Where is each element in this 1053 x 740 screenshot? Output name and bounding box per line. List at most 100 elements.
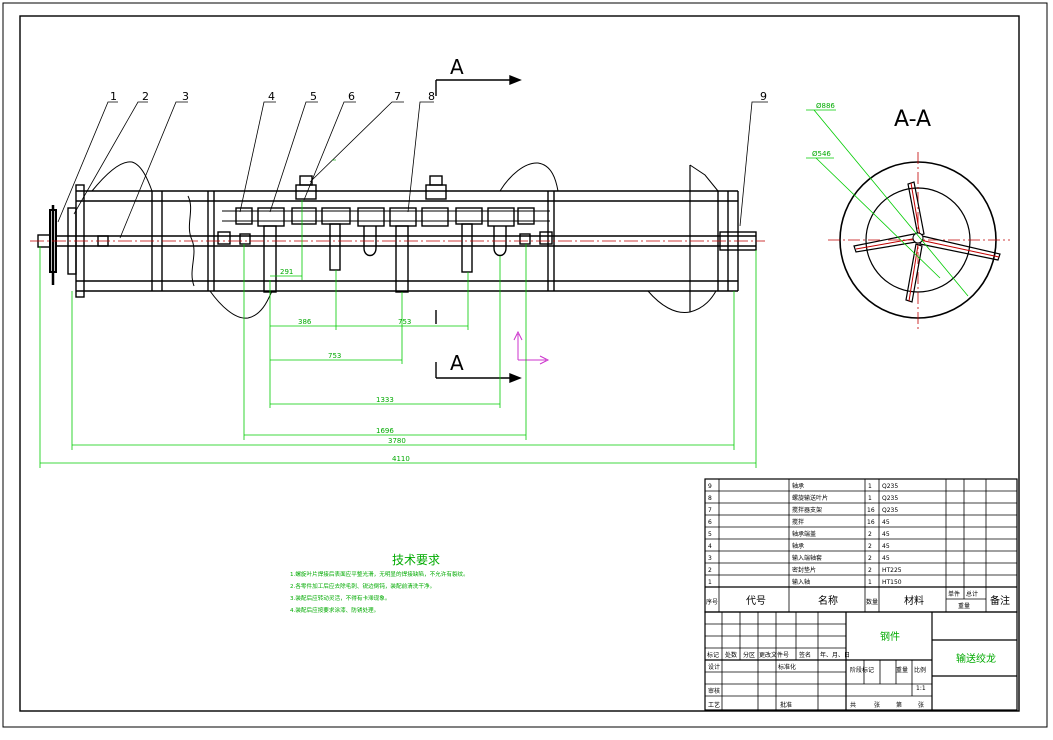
- header-remark: 备注: [990, 594, 1010, 607]
- parts-no: 7: [708, 507, 712, 514]
- parts-name: 搅拌器支架: [792, 506, 822, 514]
- main-view: [37, 161, 757, 319]
- part-number: 1: [110, 90, 117, 103]
- parts-qty: 16: [867, 519, 875, 526]
- parts-qty: 2: [868, 567, 872, 574]
- parts-list-rows: 9 轴承 1 Q235 8 螺旋输送叶片 1 Q235 7 搅拌器支架 16 Q…: [708, 482, 902, 586]
- parts-material: 45: [882, 519, 890, 526]
- parts-name: 密封垫片: [792, 566, 816, 574]
- parts-no: 4: [708, 543, 712, 550]
- parts-material: 45: [882, 555, 890, 562]
- parts-no: 6: [708, 519, 712, 526]
- title-block-labels: 标记 处数 分区 更改文件号 签名 年、月、日 设计 标准化 审核 工艺 批准 …: [707, 651, 926, 709]
- ucs-icon: [513, 330, 550, 365]
- section-label-bottom: A: [450, 351, 464, 375]
- dimension-lines: [39, 200, 757, 468]
- parts-no: 9: [708, 483, 712, 490]
- label-change-doc: 更改文件号: [759, 651, 789, 659]
- header-weight-single: 单件: [948, 590, 960, 598]
- parts-name: 螺旋输送叶片: [792, 494, 828, 502]
- part-number: 6: [348, 90, 355, 103]
- parts-no: 5: [708, 531, 712, 538]
- label-design: 设计: [708, 663, 720, 671]
- dimension-value: 386: [298, 318, 312, 326]
- dimension-value: 4110: [392, 455, 410, 463]
- label-review: 审核: [708, 687, 720, 695]
- section-label-top: A: [450, 55, 464, 79]
- label-sheets-total: 共: [850, 701, 856, 709]
- part-number: 5: [310, 90, 317, 103]
- label-scale: 比例: [914, 666, 926, 674]
- label-date: 年、月、日: [820, 651, 850, 659]
- part-number: 4: [268, 90, 275, 103]
- label-process: 工艺: [708, 701, 720, 709]
- parts-qty: 2: [868, 555, 872, 562]
- parts-material: Q235: [882, 507, 898, 514]
- header-qty: 数量: [866, 598, 878, 606]
- parts-qty: 2: [868, 531, 872, 538]
- part-number: 9: [760, 90, 767, 103]
- part-number: 7: [394, 90, 401, 103]
- dimension-value: 1333: [376, 396, 394, 404]
- scale-value: 1:1: [916, 685, 926, 692]
- label-standard: 标准化: [778, 663, 796, 671]
- tech-requirements-title: 技术要求: [392, 553, 440, 567]
- dimension-texts: 291 386 753 753 1333 1696 3780 4110: [280, 268, 411, 463]
- label-sign: 签名: [799, 651, 811, 659]
- header-code: 代号: [746, 595, 766, 607]
- parts-name: 轴承端盖: [792, 530, 816, 538]
- dimension-value: 753: [398, 318, 411, 326]
- label-count: 处数: [725, 651, 737, 659]
- parts-material: HT225: [882, 567, 902, 574]
- outer-frame: [2, 2, 1048, 728]
- parts-name: 输入端轴套: [792, 554, 822, 562]
- header-weight: 重量: [958, 602, 970, 610]
- parts-no: 1: [708, 579, 712, 586]
- parts-name: 输入轴: [792, 578, 810, 586]
- label-sheet-no: 第: [896, 701, 902, 709]
- tech-requirements-lines: 1.螺旋叶片焊接后表面应平整光滑，无明显的焊接缺陷，不允许有裂纹。 2.各零件加…: [290, 570, 469, 614]
- title-drawing-name: 输送绞龙: [956, 652, 996, 665]
- part-number: 3: [182, 90, 189, 103]
- parts-list-header: 序号 代号 名称 数量 材料 单件 总计 重量 备注: [706, 590, 1010, 610]
- parts-name: 轴承: [792, 542, 804, 550]
- parts-qty: 16: [867, 507, 875, 514]
- section-view: [806, 109, 1010, 330]
- dimension-value: 3780: [388, 437, 406, 445]
- header-material: 材料: [904, 594, 924, 607]
- title-block: [704, 611, 1018, 711]
- parts-material: HT150: [882, 579, 902, 586]
- label-mark: 标记: [707, 651, 719, 659]
- parts-material: Q235: [882, 495, 898, 502]
- parts-list: [704, 478, 1018, 613]
- label-approve: 批准: [780, 701, 792, 709]
- label-stage-mark: 阶段标记: [850, 666, 874, 674]
- parts-name: 轴承: [792, 482, 804, 490]
- label-sheet-word-2: 张: [918, 701, 924, 709]
- tech-requirement-line: 1.螺旋叶片焊接后表面应平整光滑，无明显的焊接缺陷，不允许有裂纹。: [290, 570, 469, 578]
- part-number: 2: [142, 90, 149, 103]
- diameter-small-label: Ø546: [812, 150, 831, 158]
- parts-no: 3: [708, 555, 712, 562]
- section-view-title: A-A: [894, 107, 931, 132]
- label-zone: 分区: [743, 651, 755, 659]
- section-cut: [435, 74, 522, 384]
- label-sheet-word: 张: [874, 701, 880, 709]
- tech-requirement-line: 3.装配后应转动灵活，不得有卡滞现象。: [290, 594, 390, 602]
- header-name: 名称: [818, 594, 838, 607]
- parts-material: 45: [882, 531, 890, 538]
- drawing-border: [19, 15, 1020, 712]
- parts-qty: 1: [868, 483, 872, 490]
- parts-name: 搅拌: [792, 518, 804, 526]
- diameter-large-label: Ø886: [816, 102, 835, 110]
- parts-material: 45: [882, 543, 890, 550]
- dimension-value: 1696: [376, 427, 394, 435]
- part-numbers: 1 2 3 4 5 6 7 8 9: [110, 90, 767, 103]
- title-material-cell: 钢件: [880, 630, 900, 643]
- dimension-value: 291: [280, 268, 293, 276]
- part-number: 8: [428, 90, 435, 103]
- label-weight: 重量: [896, 666, 908, 674]
- dimension-value: 753: [328, 352, 341, 360]
- parts-no: 8: [708, 495, 712, 502]
